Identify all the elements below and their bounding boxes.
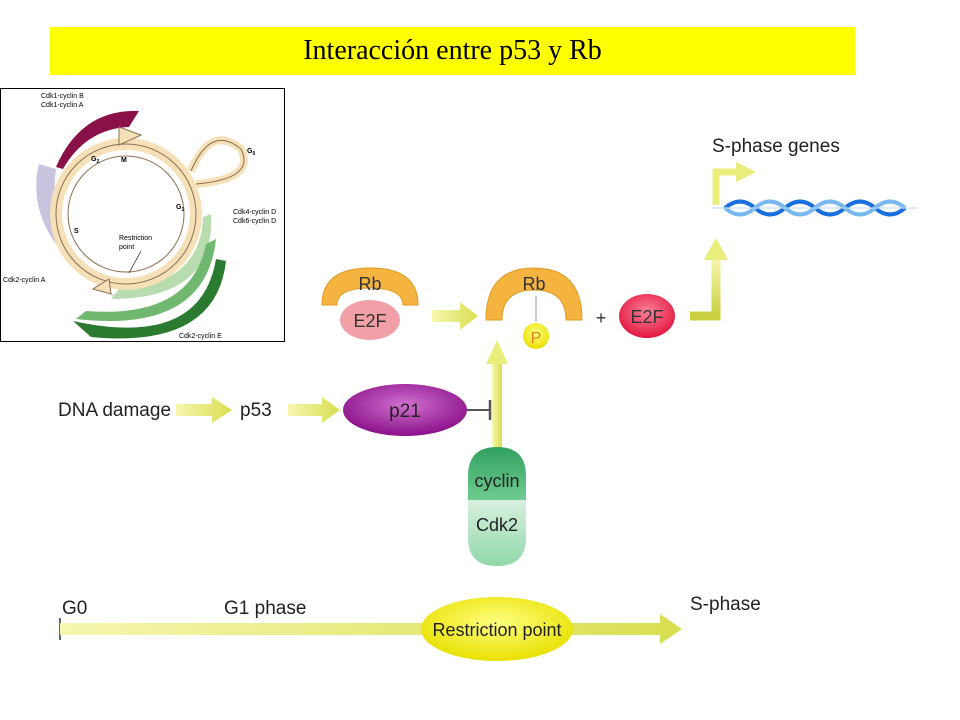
title-bar: Interacción entre p53 y Rb [50,27,855,75]
s-phase-label: S-phase [690,594,761,615]
p21-protein [343,384,467,436]
cycle-arrow-m [118,126,143,146]
cdk1-band [56,110,139,169]
g0-label: G0 [247,148,255,157]
arrow-rb-phospho [432,302,478,330]
cdk1-cyclinA-label: Cdk1-cyclin A [41,102,84,109]
cell-cycle-diagram: G2 M G1 S G0 Restriction point Cdk1-cycl… [3,93,276,340]
p53-label: p53 [240,400,272,421]
rb-phospho: Rb P [485,267,583,349]
restriction-label-2: point [119,244,134,251]
s-phase-genes-label: S-phase genes [712,136,840,157]
arrow-e2f-genes [690,258,721,321]
m-label: M [121,157,127,164]
cell-cycle-inset: G2 M G1 S G0 Restriction point Cdk1-cycl… [0,88,285,342]
dna-damage-label: DNA damage [58,400,171,421]
cdk6-cyclinD-label: Cdk6-cyclin D [233,218,276,225]
phosphate-label: P [531,330,542,347]
arrow-p53-p21 [288,397,340,423]
cdk2-label: Cdk2 [476,515,518,535]
timeline-arrow [60,614,682,644]
cdk1-cyclinB-label: Cdk1-cyclin B [41,93,84,100]
g1-phase-label: G1 phase [224,598,306,619]
p21-label: p21 [389,401,421,422]
s-label: S [74,228,79,235]
g2-label: G2 [91,156,99,165]
e2f-free [619,294,675,338]
cdk4-band [111,214,212,299]
transcription-arrow [712,168,738,205]
cyclin-label: cyclin [474,471,519,491]
rb-phospho-label: Rb [522,274,545,294]
page-title: Interacción entre p53 y Rb [303,35,602,66]
cdk6-band [76,239,216,322]
arrow-cdk-rb [492,362,502,450]
arrow-damage-p53 [176,397,232,423]
restriction-point-label: Restriction point [432,620,561,640]
phosphate [523,323,549,349]
dna-helix [712,199,918,217]
rb-e2f-complex: Rb E2F [321,267,419,340]
cyclin-cdk2-complex: cyclin Cdk2 [468,447,526,566]
plus-sign: + [596,308,607,328]
restriction-label-1: Restriction [119,235,152,242]
g1-label: G1 [176,204,184,213]
cdk2-cyclinE-band [73,259,226,339]
cdk2-cyclinE-label: Cdk2-cyclin E [179,333,222,340]
e2f-bound [340,300,400,340]
rb-label: Rb [358,274,381,294]
restriction-point-oval [421,597,573,661]
g0-timeline-label: G0 [62,598,87,619]
e2f-label: E2F [353,311,386,331]
cdk4-cyclinD-label: Cdk4-cyclin D [233,209,276,216]
cdk2-cyclinA-label: Cdk2-cyclin A [3,277,46,284]
cycle-arrow-s [91,278,112,295]
e2f-free-label: E2F [630,307,663,327]
